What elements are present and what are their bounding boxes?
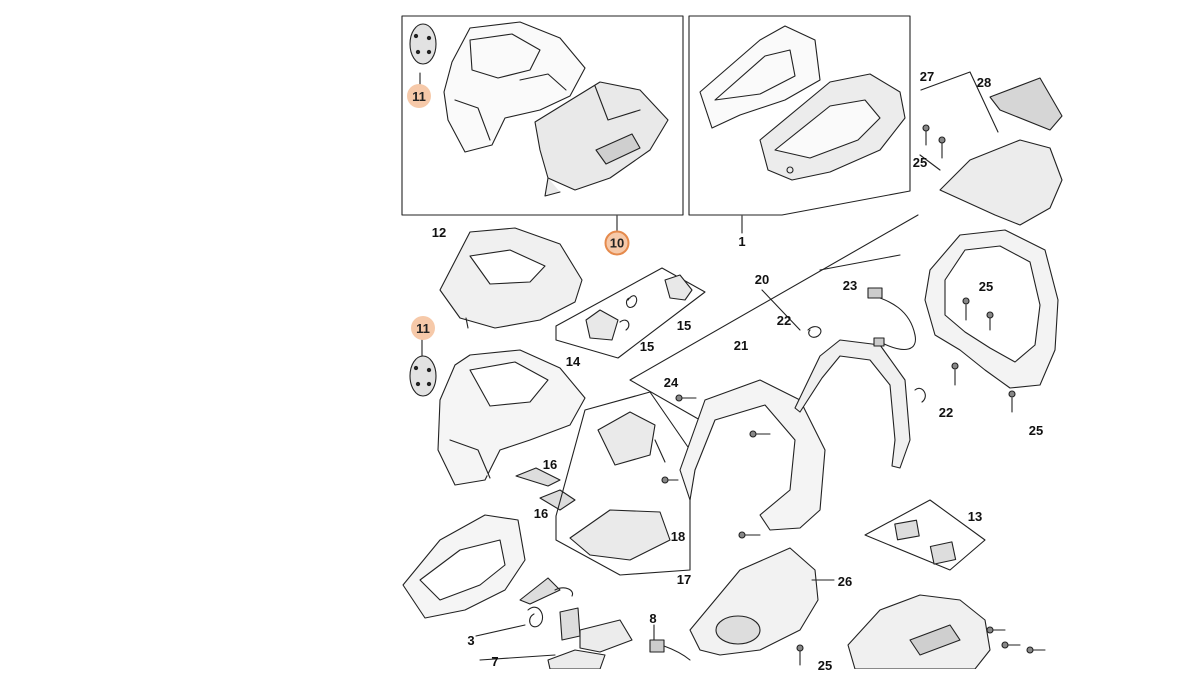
- part-label-21[interactable]: 21: [733, 338, 749, 353]
- cable-23: [869, 294, 916, 351]
- part-label-18[interactable]: 18: [670, 529, 686, 544]
- callout-10[interactable]: 10: [604, 230, 630, 256]
- part-label-16-top[interactable]: 16: [542, 457, 558, 472]
- handle-housing-frame: [699, 25, 821, 129]
- cable-16-top: [515, 467, 561, 487]
- part-label-15-right[interactable]: 15: [676, 318, 692, 333]
- guard-26: [689, 547, 819, 656]
- guard-lines-27: [920, 71, 999, 133]
- part-label-1[interactable]: 1: [738, 234, 746, 249]
- housing-lower-assembly: [437, 349, 586, 486]
- part-label-20[interactable]: 20: [754, 272, 770, 287]
- part-label-22-top[interactable]: 22: [776, 313, 792, 328]
- housing-right-half: [534, 81, 669, 197]
- bow-20: [794, 339, 911, 469]
- hand-guard-27: [939, 139, 1063, 226]
- housing-left-half: [443, 21, 586, 153]
- filter-kit-frame: [864, 499, 986, 571]
- part-label-15-left[interactable]: 15: [639, 339, 655, 354]
- part-label-28[interactable]: 28: [976, 75, 992, 90]
- part-label-3[interactable]: 3: [467, 633, 475, 648]
- kit-1-frame: [688, 15, 911, 216]
- part-label-12[interactable]: 12: [431, 225, 447, 240]
- part-label-25-bottom[interactable]: 25: [1028, 423, 1044, 438]
- part-label-14[interactable]: 14: [565, 354, 581, 369]
- decal-disc-11-top: [409, 23, 437, 65]
- part-label-26[interactable]: 26: [837, 574, 853, 589]
- part-label-7[interactable]: 7: [491, 654, 499, 669]
- part-label-24[interactable]: 24: [663, 375, 679, 390]
- lower-handle-housing: [402, 514, 526, 619]
- cable-16-bottom: [539, 489, 576, 511]
- decal-disc-11-mid: [409, 355, 437, 397]
- kit-10-frame: [401, 15, 684, 216]
- part-label-25-top[interactable]: 25: [912, 155, 928, 170]
- filter-13-b: [929, 541, 957, 565]
- rear-handle: [924, 229, 1059, 389]
- part-label-27[interactable]: 27: [919, 69, 935, 84]
- loop-handle-21: [679, 379, 826, 531]
- part-label-16-bottom[interactable]: 16: [533, 506, 549, 521]
- motor-housing: [847, 594, 991, 669]
- cover-12: [439, 227, 583, 329]
- callout-11-mid[interactable]: 11: [411, 316, 435, 340]
- filter-13-a: [894, 519, 920, 541]
- electronics-frame: [555, 391, 691, 576]
- decal-28: [989, 77, 1063, 131]
- callout-11-top[interactable]: 11: [407, 84, 431, 108]
- part-label-25-lower[interactable]: 25: [817, 658, 833, 673]
- part-label-23[interactable]: 23: [842, 278, 858, 293]
- part-label-17[interactable]: 17: [676, 572, 692, 587]
- part-label-22-bottom[interactable]: 22: [938, 405, 954, 420]
- handle-housing-cover: [759, 73, 906, 181]
- part-label-8[interactable]: 8: [649, 611, 657, 626]
- part-label-25-mid[interactable]: 25: [978, 279, 994, 294]
- part-label-13[interactable]: 13: [967, 509, 983, 524]
- switch-kit-frame: [555, 267, 706, 359]
